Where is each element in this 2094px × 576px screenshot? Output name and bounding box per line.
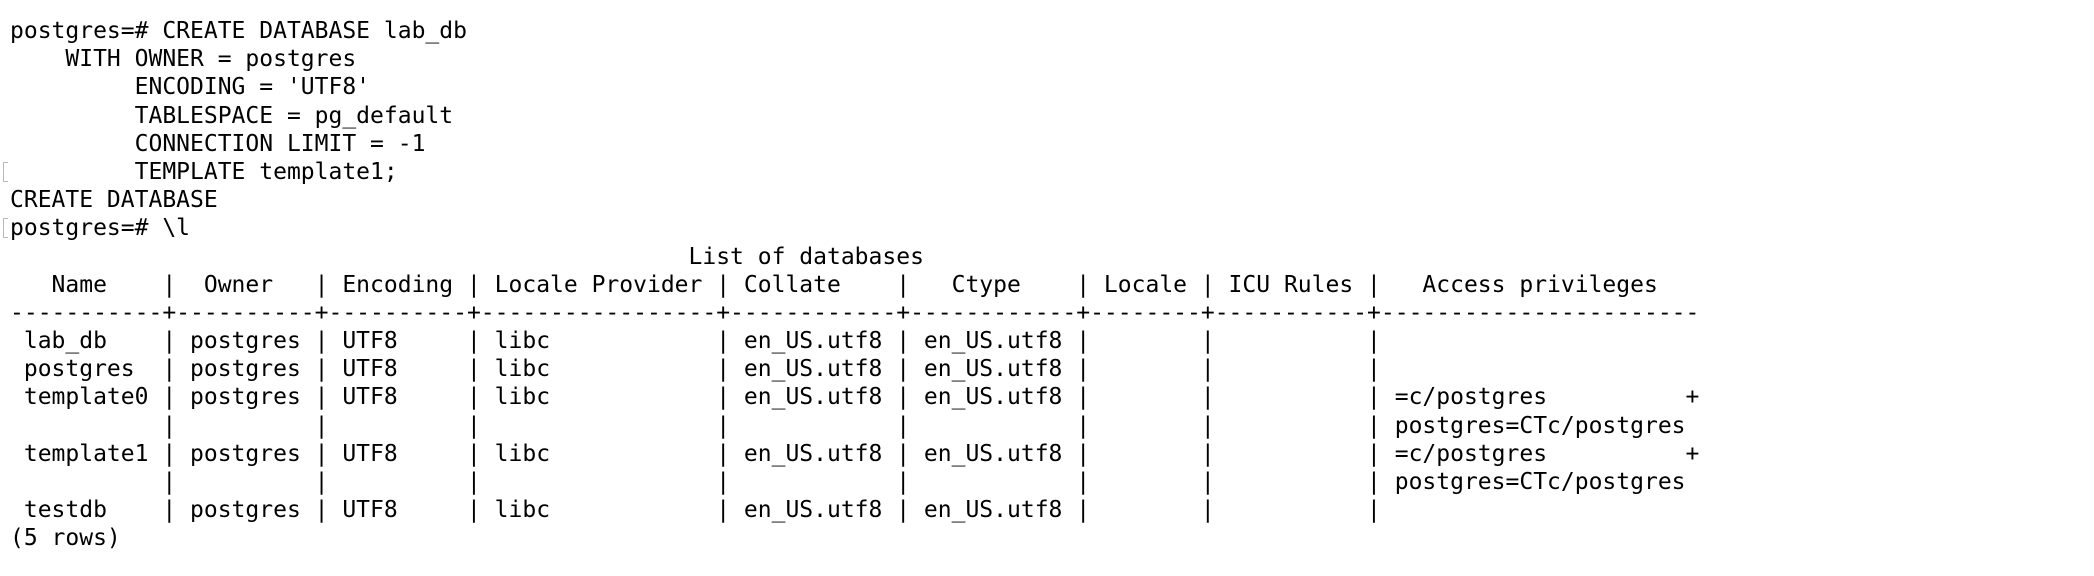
- command-continuation-line: TABLESPACE = pg_default: [10, 102, 454, 129]
- table-row-continuation: | | | | | | | | postgres=CTc/postgres: [10, 412, 1686, 439]
- table-row: testdb | postgres | UTF8 | libc | en_US.…: [10, 497, 1381, 524]
- table-row-continuation: | | | | | | | | postgres=CTc/postgres: [10, 469, 1686, 495]
- command-continuation-line: CONNECTION LIMIT = -1: [10, 130, 426, 157]
- command-line: postgres=# CREATE DATABASE lab_db: [10, 18, 467, 44]
- command-continuation-text: TEMPLATE template1;: [10, 158, 398, 185]
- table-separator: -----------+----------+----------+------…: [10, 299, 1700, 326]
- command-continuation-line-marked: TEMPLATE template1;: [3, 158, 2094, 186]
- command-text: postgres=# \l: [10, 215, 191, 242]
- table-row: postgres | postgres | UTF8 | libc | en_U…: [10, 356, 1381, 383]
- prompt-mark-icon: [3, 161, 8, 182]
- prompt-mark-icon: [3, 218, 8, 239]
- command-continuation-line: ENCODING = 'UTF8': [10, 74, 371, 101]
- table-row: lab_db | postgres | UTF8 | libc | en_US.…: [10, 328, 1381, 355]
- command-line-marked: postgres=# \l: [3, 214, 2094, 242]
- command-output-line: CREATE DATABASE: [10, 187, 218, 214]
- table-title: List of databases: [10, 243, 924, 270]
- command-continuation-line: WITH OWNER = postgres: [10, 46, 357, 73]
- row-count-footer: (5 rows): [10, 525, 121, 552]
- table-header-row: Name | Owner | Encoding | Locale Provide…: [10, 271, 1658, 298]
- table-row: template0 | postgres | UTF8 | libc | en_…: [10, 384, 1700, 411]
- table-row: template1 | postgres | UTF8 | libc | en_…: [10, 440, 1700, 467]
